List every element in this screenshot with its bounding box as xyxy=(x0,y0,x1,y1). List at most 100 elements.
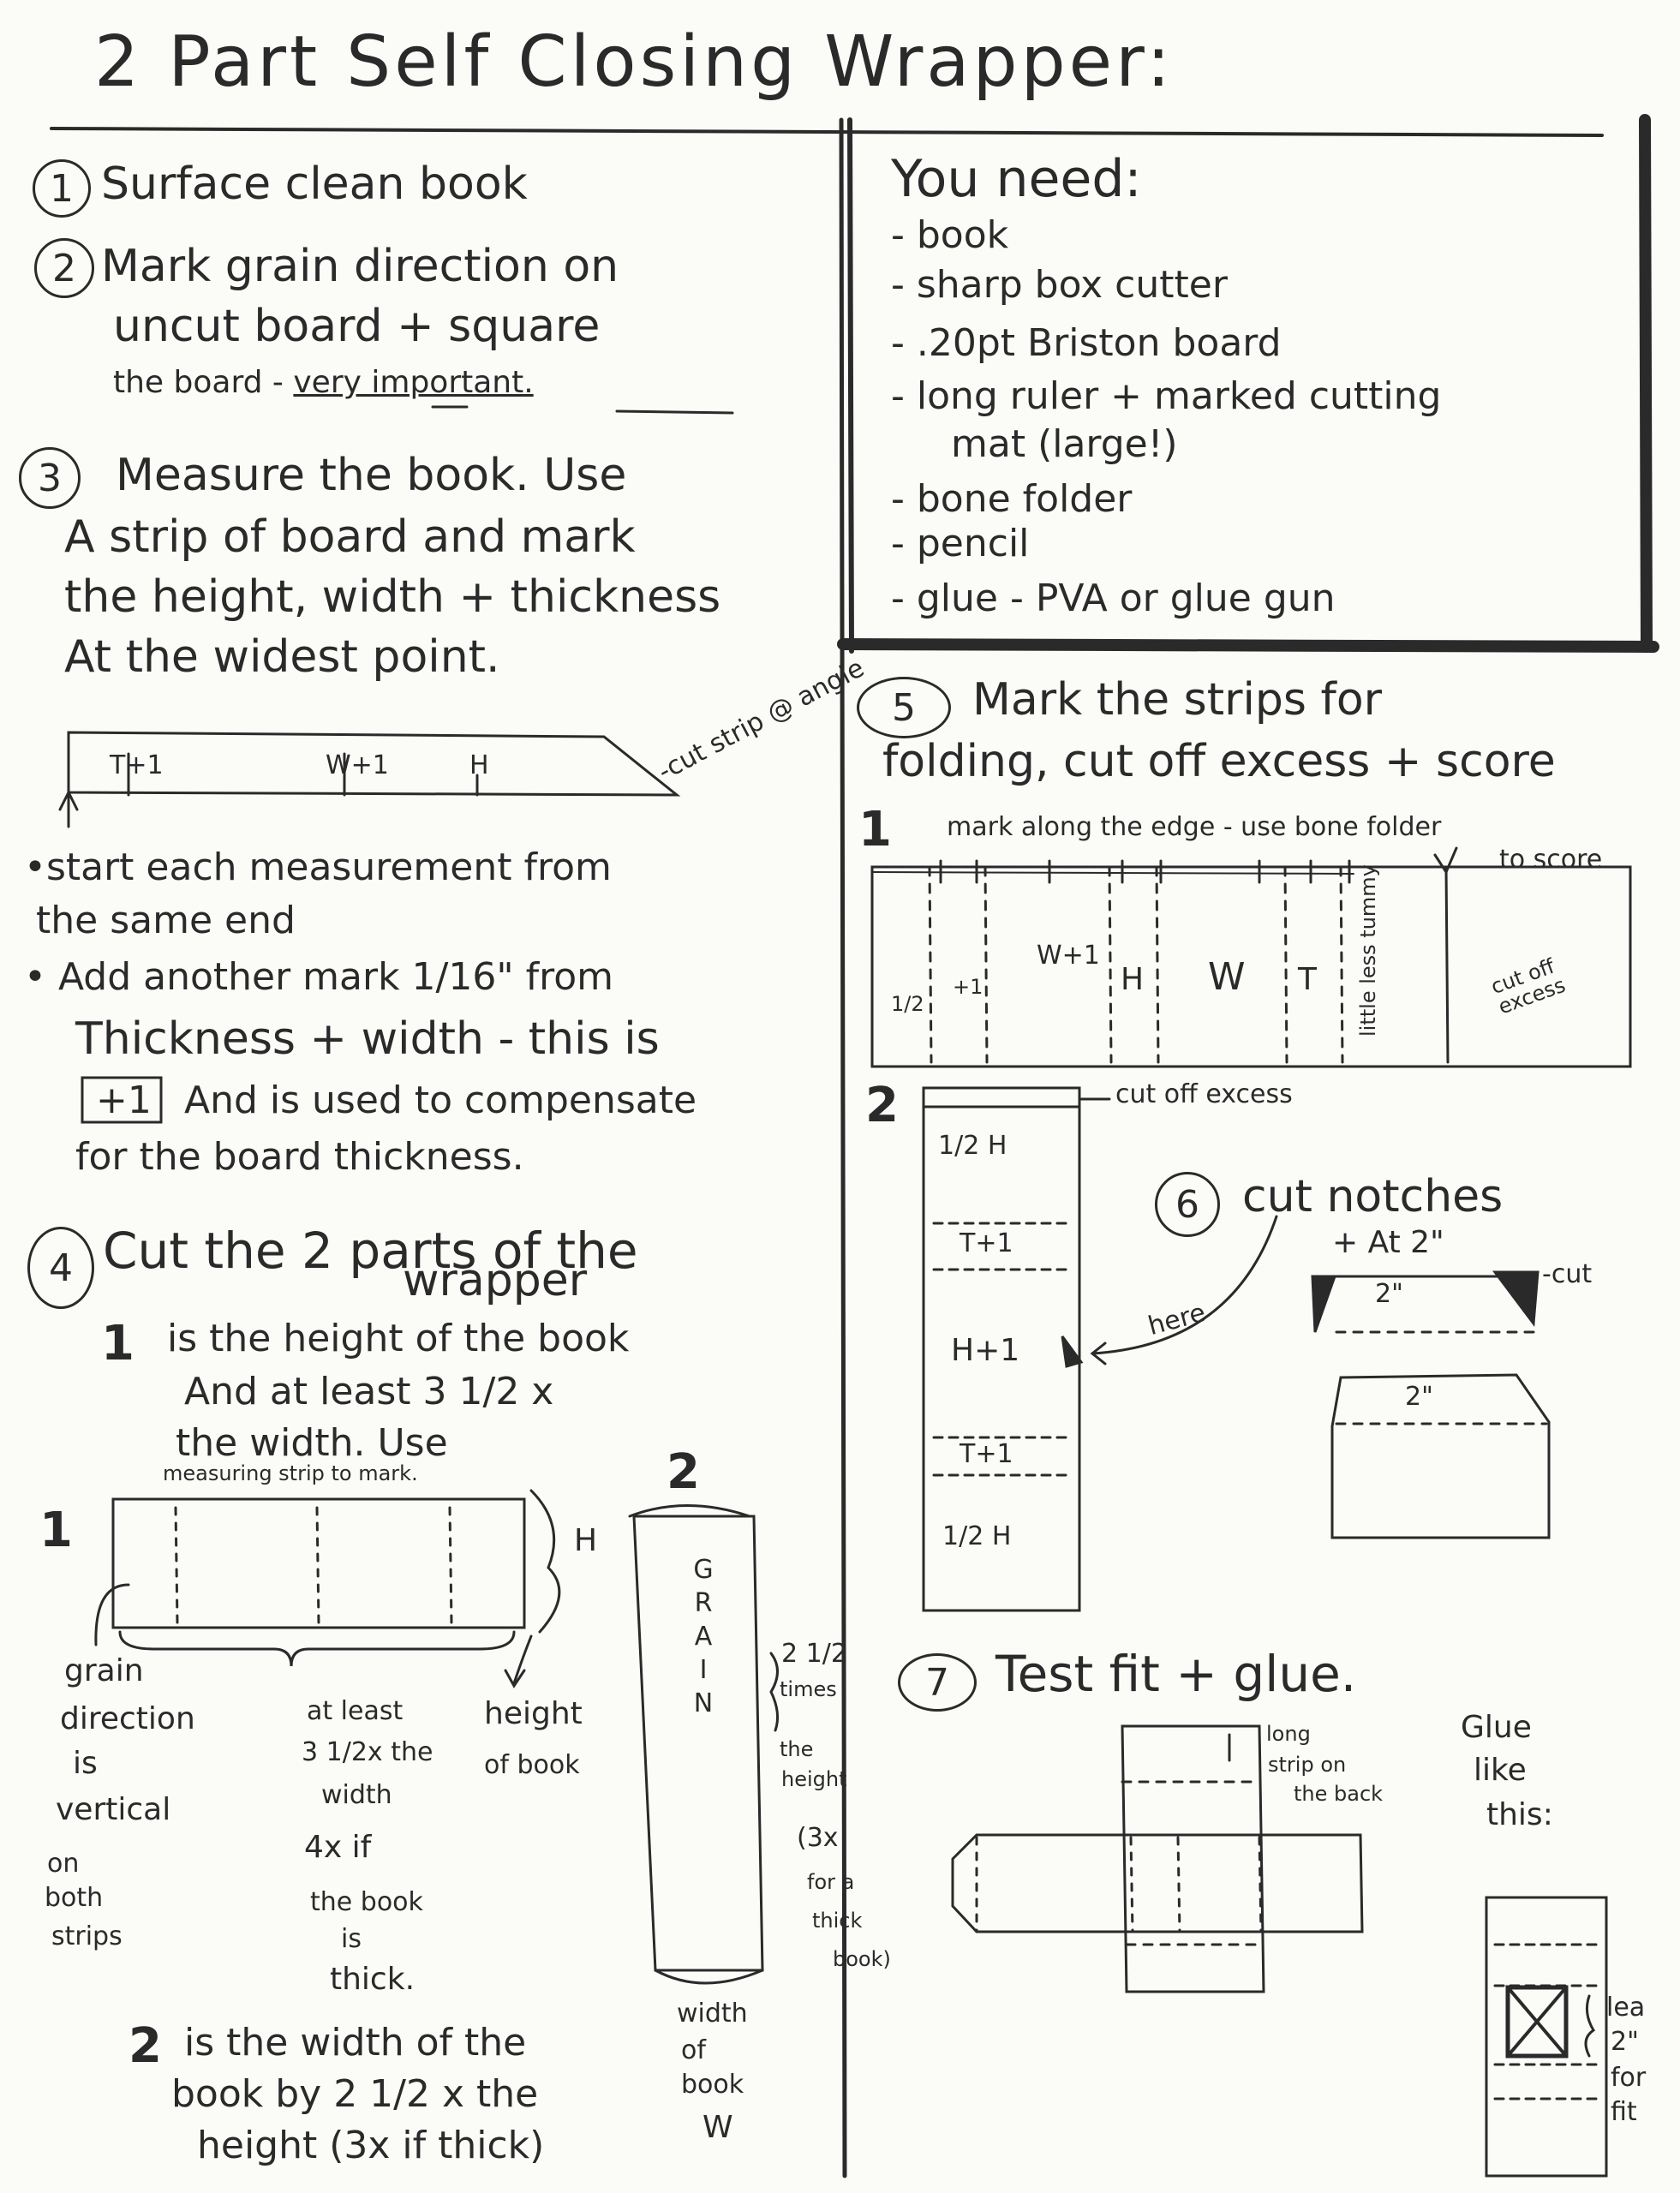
longstrip-2: the back xyxy=(1294,1782,1384,1806)
step-6-two-1: 2" xyxy=(1375,1279,1403,1309)
least-note-1: 3 1/2x the xyxy=(302,1737,433,1767)
step-4-part-1-number: 1 xyxy=(101,1316,135,1371)
step-4-part-2-number: 2 xyxy=(129,2018,162,2074)
need-item-bone-folder: - bone folder xyxy=(891,477,1133,521)
step-6-cut: -cut xyxy=(1542,1259,1593,1289)
step-2-line-1: Mark grain direction on xyxy=(101,241,619,292)
step-5-number: 5 xyxy=(857,677,951,738)
longstrip-1: strip on xyxy=(1268,1753,1347,1777)
step-3-bullet-2a: • Add another mark 1/16" from xyxy=(24,955,613,999)
leave-0: lea xyxy=(1606,1993,1646,2023)
strip1-seg-5: T xyxy=(1298,962,1317,997)
step-7-line-1: Test fit + glue. xyxy=(995,1645,1357,1703)
strip1-seg-4: W xyxy=(1208,955,1246,999)
step-2-line-3: the board - very important. xyxy=(113,367,534,399)
times-note-2: the xyxy=(780,1737,814,1761)
step-3-bullet-1a: •start each measurement from xyxy=(24,846,612,889)
strip-mark-w: W+1 xyxy=(326,750,389,780)
step-6-two-2: 2" xyxy=(1405,1382,1433,1412)
grain-note-5: both xyxy=(45,1883,104,1913)
need-item-cutter: - sharp box cutter xyxy=(891,263,1228,307)
width-note-1: of xyxy=(681,2035,706,2065)
step-4-part-1a: is the height of the book xyxy=(167,1317,630,1360)
need-item-mat: mat (large!) xyxy=(951,422,1178,466)
diagram-1-h: H xyxy=(574,1523,598,1558)
strip1-seg-0: 1/2 xyxy=(891,992,924,1016)
step-3-line-4: At the widest point. xyxy=(64,631,500,683)
step-5-line-1: Mark the strips for xyxy=(972,674,1383,726)
step-3-line-1: Measure the book. Use xyxy=(116,450,627,501)
step-4-part-1b: And at least 3 1/2 x xyxy=(184,1370,554,1413)
step-5-strip-1-label: 1 xyxy=(858,802,892,857)
grain-note-2: is xyxy=(73,1746,98,1781)
least-note-6: thick. xyxy=(330,1962,416,1997)
strip1-seg-1: +1 xyxy=(953,975,983,999)
strip1-seg-3: H xyxy=(1121,962,1145,997)
step-5-strip-2-note: cut off excess xyxy=(1115,1079,1293,1109)
width-note-2: book xyxy=(681,2070,744,2100)
need-item-pencil: - pencil xyxy=(891,522,1030,565)
least-note-5: is xyxy=(341,1924,362,1954)
step-5-line-2: folding, cut off excess + score xyxy=(882,736,1556,787)
need-item-glue: - glue - PVA or glue gun xyxy=(891,577,1336,620)
step-4-line-1: Cut the 2 parts of the xyxy=(103,1222,638,1280)
grain-note-4: on xyxy=(47,1849,80,1879)
strip2-seg-0: 1/2 H xyxy=(938,1131,1007,1161)
strip-mark-h: H xyxy=(469,750,489,780)
leave-2: for xyxy=(1611,2063,1647,2093)
step-4-part-1c: the width. Use xyxy=(176,1421,448,1465)
height-note-1: of book xyxy=(484,1750,580,1780)
grain-note-6: strips xyxy=(51,1921,123,1951)
step-5-strip-1-note-2: to score xyxy=(1499,845,1603,875)
leave-3: fit xyxy=(1611,2097,1637,2127)
times-note-4: (3x xyxy=(797,1823,839,1853)
least-note-3: 4x if xyxy=(304,1830,372,1865)
step-6-line-2: + At 2" xyxy=(1332,1225,1444,1260)
step-6-number: 6 xyxy=(1155,1172,1220,1237)
step-5-strip-1-note: mark along the edge - use bone folder xyxy=(947,812,1442,842)
step-4-part-2b: book by 2 1/2 x the xyxy=(171,2072,539,2116)
step-4-line-2: wrapper xyxy=(403,1255,588,1306)
width-note-0: width xyxy=(677,1999,748,2029)
step-3-number: 3 xyxy=(19,447,81,509)
step-3-line-3: the height, width + thickness xyxy=(64,571,721,623)
times-note-7: book) xyxy=(833,1947,891,1971)
step-4-number: 4 xyxy=(27,1227,94,1309)
least-note-0: at least xyxy=(307,1696,404,1726)
diagram-1-label: 1 xyxy=(39,1503,73,1558)
step-1-text: Surface clean book xyxy=(101,158,528,210)
least-note-4: the book xyxy=(310,1887,423,1917)
times-note-3: height xyxy=(781,1767,847,1791)
step-2-line-2: uncut board + square xyxy=(113,301,601,352)
leave-1: 2" xyxy=(1611,2027,1639,2057)
strip2-seg-4: 1/2 H xyxy=(942,1521,1012,1551)
diagram-2-label: 2 xyxy=(667,1444,700,1500)
times-note-5: for a xyxy=(807,1870,855,1894)
step-3-bullet-1b: the same end xyxy=(36,899,296,942)
grain-word: GRAIN xyxy=(688,1555,719,1722)
need-item-board: - .20pt Briston board xyxy=(891,321,1282,365)
step-4-part-2c: height (3x if thick) xyxy=(197,2124,545,2167)
width-note-3: W xyxy=(702,2110,733,2145)
strip2-seg-1: T+1 xyxy=(960,1228,1013,1258)
strip1-seg-6: little less tummy xyxy=(1356,864,1380,1037)
step-6-line-1: cut notches xyxy=(1242,1171,1504,1222)
step-2-important: very important. xyxy=(293,365,534,400)
times-note-6: thick xyxy=(812,1909,863,1933)
gluelike-1: like xyxy=(1474,1753,1527,1788)
need-item-book: - book xyxy=(891,213,1009,257)
gluelike-0: Glue xyxy=(1461,1710,1532,1745)
longstrip-0: long xyxy=(1266,1722,1311,1746)
step-3-box: +1 xyxy=(96,1079,152,1122)
step-2-number: 2 xyxy=(34,238,94,298)
step-3-bullet-2b: Thickness + width - this is xyxy=(75,1013,660,1065)
need-item-ruler: - long ruler + marked cutting xyxy=(891,374,1442,418)
step-7-number: 7 xyxy=(898,1653,977,1712)
strip-mark-t: T+1 xyxy=(110,750,164,780)
step-5-strip-2-label: 2 xyxy=(865,1078,899,1133)
step-4-part-2a: is the width of the xyxy=(184,2021,527,2065)
strip2-seg-2: H+1 xyxy=(951,1333,1020,1368)
step-3-bullet-2d: for the board thickness. xyxy=(75,1135,524,1179)
